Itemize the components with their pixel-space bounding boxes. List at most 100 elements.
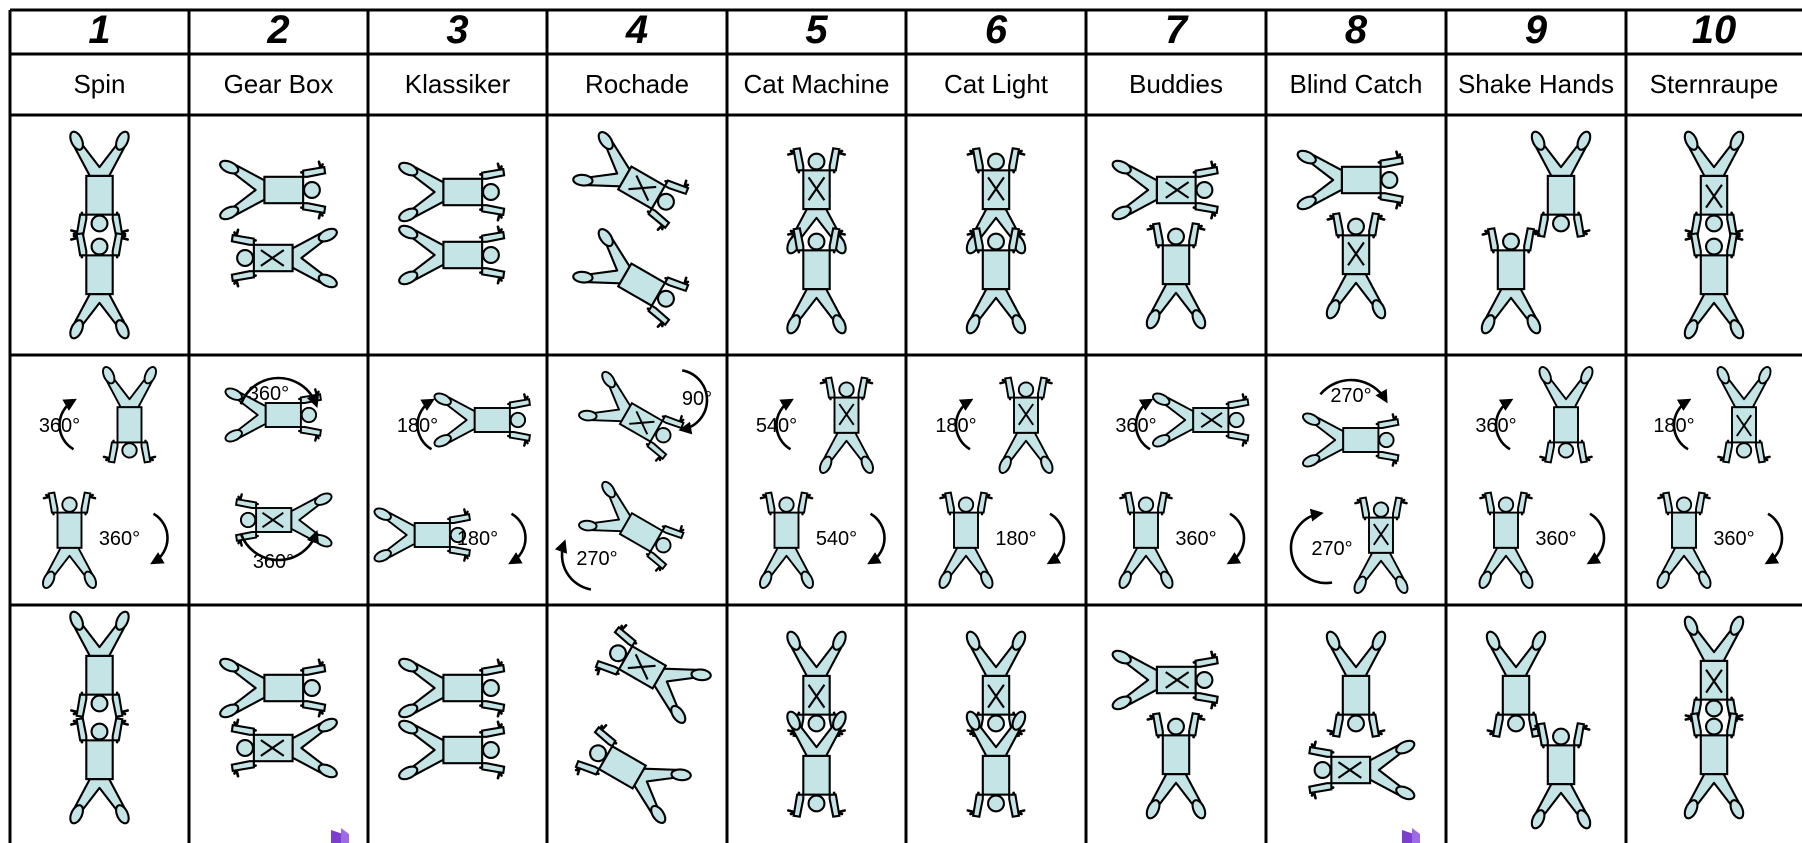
rotation-arrow-icon [416, 398, 435, 451]
formation-name: Rochade [585, 69, 689, 99]
skydiver-figure-icon [1294, 146, 1404, 214]
skydiver-figure-icon [1715, 365, 1773, 462]
formation-name: Blind Catch [1290, 69, 1423, 99]
skydiver-figure-icon [1151, 391, 1248, 449]
rotation-degrees: 270° [1311, 538, 1352, 560]
skydiver-figure-icon [567, 223, 695, 335]
rotation-degrees: 360° [1713, 528, 1754, 550]
skydiver-figure-icon [39, 491, 100, 592]
rotation-degrees: 360° [253, 551, 294, 573]
skydiver-figure-icon [232, 716, 339, 780]
skydiver-figure-icon [1309, 738, 1416, 802]
table-grid [8, 8, 1802, 843]
formation-number: 9 [1525, 8, 1548, 52]
skydiver-figure-icon [1682, 130, 1746, 237]
formation-name: Cat Light [944, 69, 1049, 99]
rotation-degrees: 540° [756, 415, 797, 437]
skydiver-figure-icon [395, 654, 506, 722]
skydiver-figure-icon [99, 363, 160, 464]
skydiver-figure-icon [66, 128, 133, 238]
formation-name: Buddies [1129, 69, 1223, 99]
skydiver-figure-icon [66, 232, 133, 342]
formation-number: 8 [1345, 8, 1368, 52]
skydiver-figure-icon [431, 389, 532, 451]
skydiver-figure-icon [1111, 648, 1218, 712]
skydiver-figure-icon [1142, 222, 1210, 332]
rotation-degrees: 180° [1653, 415, 1694, 437]
rotation-degrees: 180° [457, 528, 498, 550]
skydiver-figure-icon [395, 716, 506, 784]
formation-name: Spin [73, 69, 125, 99]
skydiver-figure-icon [395, 158, 506, 226]
rotation-degrees: 360° [248, 383, 289, 405]
skydiver-figure-icon [1682, 615, 1746, 722]
skydiver-figure-icon [756, 491, 817, 592]
skydiver-figure-icon [569, 127, 693, 235]
rotation-arrow-icon [775, 398, 794, 451]
rotation-degrees: 180° [995, 528, 1036, 550]
formation-number: 7 [1165, 8, 1189, 52]
formation-name: Sternraupe [1650, 69, 1779, 99]
skydiver-figure-icon [818, 378, 876, 475]
rotation-arrow-icon [678, 369, 709, 435]
skydiver-figure-icon [1482, 628, 1550, 738]
skydiver-figure-icon [1475, 491, 1537, 592]
skydiver-figure-icon [1535, 363, 1597, 464]
skydiver-figure-icon [1527, 128, 1595, 238]
formation-figures: 360° 360° 360° 360° 180° 180° 90° 270° 540° 540° 1… [39, 127, 1784, 832]
formation-name: Klassiker [405, 69, 511, 99]
bookmark-icon[interactable] [1402, 828, 1420, 843]
skydiver-figure-icon [232, 226, 339, 290]
skydiver-figure-icon [1653, 491, 1715, 592]
formation-number: 3 [446, 8, 468, 52]
skydiver-figure-icon [591, 619, 715, 727]
rotation-arrow-icon [1046, 512, 1066, 565]
rotation-arrow-icon [867, 512, 886, 565]
rotation-arrow-icon [1586, 512, 1606, 565]
rotation-degrees: 360° [1175, 528, 1216, 550]
skydiver-figure-icon [1680, 232, 1748, 342]
skydiver-figure-icon [1115, 491, 1177, 592]
rotation-degrees: 360° [1475, 415, 1516, 437]
skydiver-figure-icon [935, 491, 997, 592]
skydiver-figure-icon [236, 491, 333, 549]
rotation-degrees: 180° [935, 415, 976, 437]
skydiver-figure-icon [1680, 712, 1748, 822]
rotation-arrow-icon [58, 398, 77, 451]
rotation-arrow-icon [1319, 378, 1388, 404]
skydiver-figure-icon [1527, 722, 1595, 832]
rotation-degrees: 270° [576, 548, 617, 570]
formation-name: Shake Hands [1458, 69, 1614, 99]
rotation-arrow-icon [554, 539, 592, 591]
skydiver-figure-icon [216, 156, 327, 224]
skydiver-figure-icon [66, 608, 133, 718]
rotation-degrees: 90° [682, 388, 712, 410]
skydiver-figure-icon [569, 717, 697, 829]
rotation-arrow-icon [508, 512, 527, 565]
skydiver-figure-icon [1299, 409, 1400, 471]
skydiver-figure-icon [371, 504, 472, 566]
skydiver-figure-icon [216, 654, 327, 722]
rotation-arrow-icon [1672, 398, 1692, 451]
formation-number: 1 [88, 8, 110, 52]
skydiver-figure-icon [1352, 498, 1410, 595]
skydiver-figure-icon [997, 378, 1055, 475]
rotation-degrees: 270° [1330, 385, 1371, 407]
formation-number: 4 [625, 8, 648, 52]
skydiver-figure-icon [1324, 213, 1388, 320]
formation-number: 5 [805, 8, 828, 52]
skydiver-figure-icon [1477, 227, 1545, 337]
formation-name: Cat Machine [744, 69, 890, 99]
rotation-degrees: 180° [397, 415, 438, 437]
rotation-degrees: 540° [816, 528, 857, 550]
rotation-arrow-icon [1494, 398, 1514, 451]
bookmark-icon[interactable] [331, 828, 349, 843]
rotation-arrow-icon [954, 398, 974, 451]
rotation-degrees: 360° [1115, 415, 1156, 437]
skydiver-figure-icon [575, 368, 688, 467]
rotation-arrow-icon [1226, 512, 1246, 565]
skydiver-figure-icon [66, 717, 133, 827]
formation-number: 6 [985, 8, 1008, 52]
formation-name: Gear Box [224, 69, 334, 99]
